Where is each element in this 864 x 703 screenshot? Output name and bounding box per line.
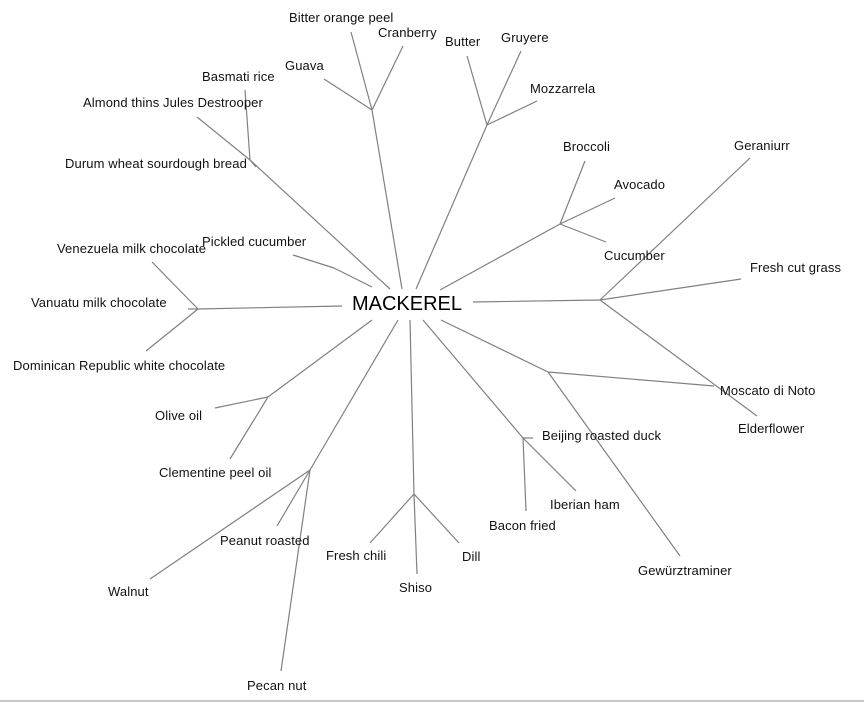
leaf-node-label[interactable]: Mozzarrela xyxy=(530,81,596,96)
leaf-edge xyxy=(559,197,616,225)
leaf-edge xyxy=(292,254,335,269)
leaf-node-label[interactable]: Pecan nut xyxy=(247,678,307,693)
leaf-node-label[interactable]: Pickled cucumber xyxy=(202,234,307,249)
branch-edge-meat xyxy=(422,319,524,439)
leaf-edge xyxy=(486,50,522,126)
leaf-edge xyxy=(145,308,199,352)
branch-edge-herbs xyxy=(409,319,415,495)
branch-edge-chocolate xyxy=(197,305,343,310)
branch-edge-green-veg xyxy=(439,223,561,291)
leaf-node-label[interactable]: Avocado xyxy=(614,177,665,192)
leaf-node-label[interactable]: Cucumber xyxy=(604,248,665,263)
leaf-edge xyxy=(599,157,751,301)
leaf-node-label[interactable]: Broccoli xyxy=(563,139,610,154)
leaf-edge xyxy=(559,160,586,225)
leaf-edge xyxy=(276,469,311,527)
leaf-edge xyxy=(559,223,607,243)
branch-edge-dairy xyxy=(415,124,488,290)
leaf-edge xyxy=(466,55,488,126)
leaf-node-label[interactable]: Almond thins Jules Destrooper xyxy=(83,95,264,110)
leaf-edge xyxy=(350,31,373,111)
leaf-node-label[interactable]: Moscato di Noto xyxy=(720,383,815,398)
branch-edge-floral xyxy=(472,299,601,303)
root-node-label[interactable]: MACKEREL xyxy=(352,293,462,315)
leaf-node-label[interactable]: Dominican Republic white chocolate xyxy=(13,358,225,373)
leaf-edge xyxy=(196,116,251,161)
bottom-divider xyxy=(0,700,864,702)
leaf-node-label[interactable]: Fresh chili xyxy=(326,548,386,563)
leaf-edge xyxy=(547,371,681,557)
leaf-node-label[interactable]: Beijing roasted duck xyxy=(542,428,661,443)
leaf-edge xyxy=(522,437,577,492)
branch-edge-pickled xyxy=(333,267,373,288)
leaf-edge xyxy=(547,371,715,387)
leaf-edge xyxy=(280,469,311,672)
leaf-node-label[interactable]: Olive oil xyxy=(155,408,202,423)
leaf-edge xyxy=(323,78,373,111)
leaf-edge xyxy=(229,396,269,460)
leaf-edge xyxy=(522,437,527,512)
leaf-node-label[interactable]: Gruyere xyxy=(501,30,549,45)
leaf-node-label[interactable]: Durum wheat sourdough bread xyxy=(65,156,247,171)
branch-edge-nuts xyxy=(309,319,399,471)
leaf-node-label[interactable]: Guava xyxy=(285,58,324,73)
branch-edge-bread-rice xyxy=(249,159,391,290)
leaf-node-label[interactable]: Walnut xyxy=(108,584,149,599)
leaf-node-label[interactable]: Shiso xyxy=(399,580,432,595)
leaf-node-label[interactable]: Bacon fried xyxy=(489,518,556,533)
leaf-edge xyxy=(149,469,311,580)
leaf-node-label[interactable]: Bitter orange peel xyxy=(289,10,393,25)
leaf-node-label[interactable]: Venezuela milk chocolate xyxy=(57,241,206,256)
leaf-edge xyxy=(599,278,742,301)
leaf-node-label[interactable]: Clementine peel oil xyxy=(159,465,271,480)
leaf-edge xyxy=(486,100,538,126)
leaf-node-label[interactable]: Vanuatu milk chocolate xyxy=(31,295,167,310)
leaf-edge xyxy=(371,45,404,111)
leaf-node-label[interactable]: Iberian ham xyxy=(550,497,620,512)
leaf-node-label[interactable]: Elderflower xyxy=(738,421,805,436)
tree-edges xyxy=(145,31,758,672)
leaf-edge xyxy=(214,396,269,409)
leaf-node-label[interactable]: Geraniurr xyxy=(734,138,790,153)
leaf-edge xyxy=(413,493,460,544)
leaf-edge xyxy=(413,493,418,575)
leaf-node-label[interactable]: Basmati rice xyxy=(202,69,275,84)
leaf-edge xyxy=(599,299,758,417)
leaf-node-label[interactable]: Fresh cut grass xyxy=(750,260,841,275)
branch-edge-fruit-peel xyxy=(371,109,403,290)
leaf-edge xyxy=(151,261,199,310)
leaf-node-label[interactable]: Dill xyxy=(462,549,480,564)
leaf-node-label[interactable]: Cranberry xyxy=(378,25,437,40)
leaf-edge xyxy=(369,493,415,544)
leaf-node-label[interactable]: Peanut roasted xyxy=(220,533,310,548)
branch-edge-oils xyxy=(267,319,373,398)
branch-edge-wine xyxy=(440,319,549,373)
leaf-node-label[interactable]: Butter xyxy=(445,34,481,49)
leaf-node-label[interactable]: Gewürztraminer xyxy=(638,563,732,578)
leaf-edge xyxy=(249,159,257,168)
leaf-edge xyxy=(244,89,251,161)
